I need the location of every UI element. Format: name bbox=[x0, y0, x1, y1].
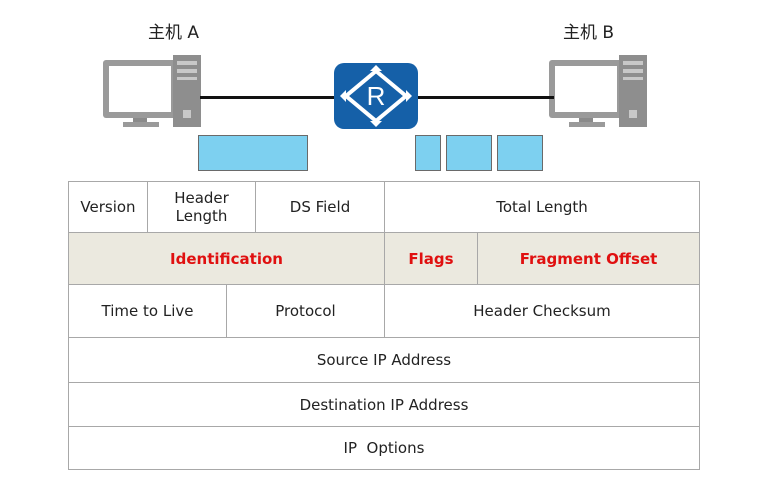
fragment-offset-cell: Fragment Offset bbox=[519, 249, 658, 268]
ttl-cell: Time to Live bbox=[69, 285, 227, 337]
identification-cell: Identification bbox=[69, 233, 385, 284]
host-a-computer-icon bbox=[103, 55, 203, 130]
packet-fragment bbox=[497, 135, 543, 171]
router-letter: R bbox=[367, 81, 386, 111]
original-packet bbox=[198, 135, 308, 171]
router-icon: R bbox=[334, 63, 418, 129]
ds-field-cell: DS Field bbox=[256, 182, 385, 232]
total-length-cell: Total Length bbox=[496, 198, 588, 216]
table-row: Identification Flags Fragment Offset bbox=[69, 232, 699, 284]
ip-header-table: Version Header Length DS Field Total Len… bbox=[68, 181, 700, 470]
host-b-computer-icon bbox=[549, 55, 649, 130]
table-row: Version Header Length DS Field Total Len… bbox=[69, 182, 699, 232]
packet-fragment bbox=[415, 135, 441, 171]
table-row: IP Options bbox=[69, 426, 699, 469]
ip-options-cell: IP Options bbox=[343, 439, 425, 457]
flags-cell: Flags bbox=[385, 233, 478, 284]
table-row: Source IP Address bbox=[69, 337, 699, 382]
packet-fragment bbox=[446, 135, 492, 171]
protocol-cell: Protocol bbox=[227, 285, 385, 337]
source-ip-cell: Source IP Address bbox=[316, 351, 452, 369]
host-a-label: 主机 A bbox=[148, 23, 200, 43]
destination-ip-cell: Destination IP Address bbox=[299, 395, 469, 414]
host-b-label: 主机 B bbox=[563, 23, 615, 43]
table-row: Destination IP Address bbox=[69, 382, 699, 426]
link-host-a-router bbox=[200, 96, 340, 99]
header-checksum-cell: Header Checksum bbox=[473, 302, 611, 320]
header-length-cell: Header Length bbox=[148, 182, 256, 232]
table-row: Time to Live Protocol Header Checksum bbox=[69, 284, 699, 337]
version-cell: Version bbox=[69, 182, 148, 232]
link-router-host-b bbox=[414, 96, 554, 99]
